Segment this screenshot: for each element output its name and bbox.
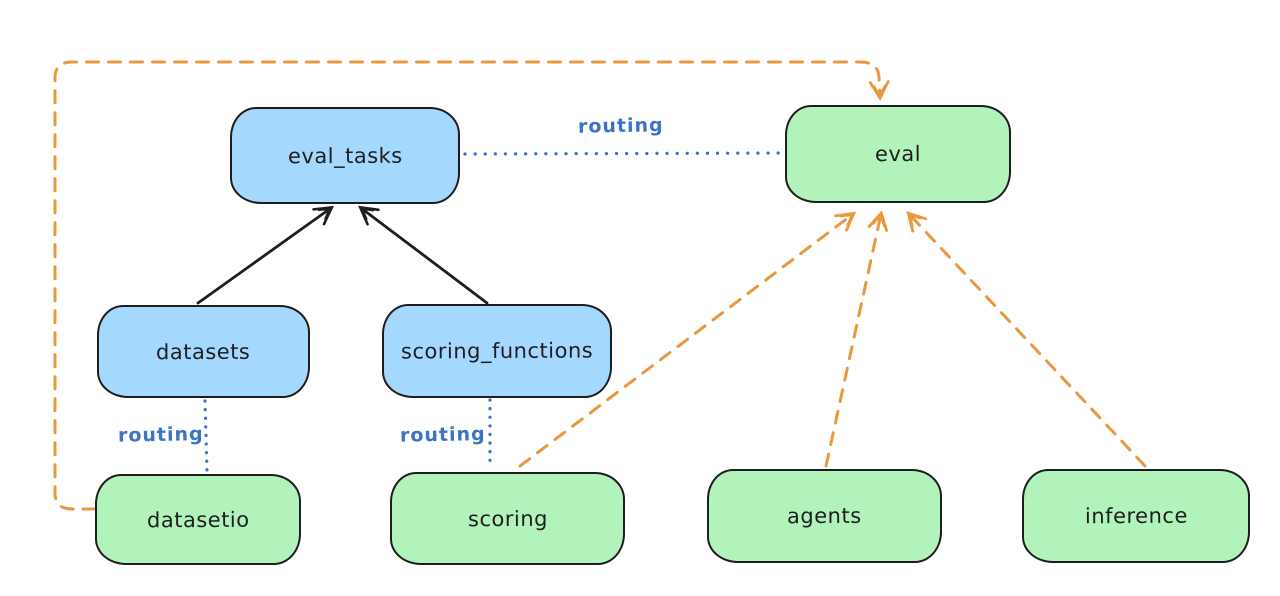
node-scoring-functions-label: scoring_functions — [400, 338, 594, 364]
node-scoring: scoring — [390, 472, 625, 565]
node-scoring-functions: scoring_functions — [382, 304, 612, 398]
node-eval-tasks-label: eval_tasks — [287, 143, 403, 168]
edge-label-routing-scoring: routing — [399, 423, 486, 447]
node-datasetio: datasetio — [95, 474, 301, 565]
edge-scoring-to-eval — [518, 211, 857, 468]
edge-inference-to-eval — [906, 211, 1147, 468]
node-agents: agents — [707, 469, 942, 563]
edge-datasets-to-eval-tasks — [196, 205, 334, 305]
edge-scoring-functions-to-eval-tasks — [358, 205, 489, 305]
edge-agents-to-eval — [824, 210, 888, 468]
node-datasetio-label: datasetio — [146, 507, 250, 532]
node-inference: inference — [1022, 469, 1250, 563]
node-eval-tasks: eval_tasks — [230, 107, 460, 204]
edge-eval-tasks-to-eval-routing — [463, 151, 788, 156]
node-datasets: datasets — [97, 305, 310, 398]
edge-datasets-to-datasetio-routing — [203, 399, 209, 473]
node-inference-label: inference — [1084, 503, 1188, 529]
node-eval-label: eval — [874, 141, 922, 167]
node-agents-label: agents — [787, 503, 862, 529]
edge-label-routing-eval: routing — [577, 114, 664, 138]
node-scoring-label: scoring — [467, 506, 548, 531]
node-datasets-label: datasets — [156, 339, 251, 364]
node-eval: eval — [785, 105, 1011, 203]
edge-label-routing-datasetio: routing — [117, 423, 204, 447]
